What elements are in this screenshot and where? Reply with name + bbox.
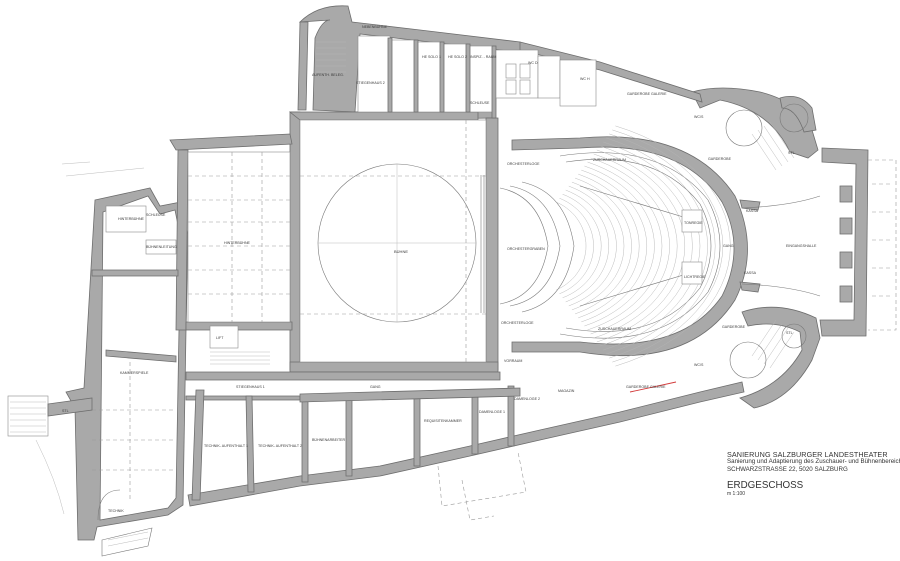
- label-orchesterloge-bottom: ORCHESTERLOGE: [501, 321, 534, 325]
- label-eingangshalle: EINGANGSHALLE: [786, 244, 817, 248]
- label-zuschauerraum-top: ZUSCHAUERRAUM: [593, 158, 626, 162]
- auditorium: [499, 125, 748, 367]
- label-kassa-bottom: KASSA: [744, 271, 757, 275]
- seat-row: [575, 177, 632, 315]
- label-aufenthalt: AUFENTH. BELEG.: [312, 73, 344, 77]
- left-wing-details: [7, 161, 179, 557]
- label-buehnenleitung: BÜHNENLEITUNG: [146, 245, 177, 249]
- project-title: SANIERUNG SALZBURGER LANDESTHEATER: [727, 450, 888, 459]
- room-labels: BÜHNE HINTERBÜHNE ORCHESTERGRABEN ORCHES…: [62, 25, 817, 513]
- right-stairs: [725, 103, 809, 379]
- label-wc-h: WC H: [580, 77, 590, 81]
- label-buehnenarbeiter: BÜHNENARBEITER: [312, 438, 346, 442]
- seat-row: [571, 181, 625, 311]
- label-stl-bottom: STL: [786, 331, 793, 335]
- seat-row: [587, 161, 663, 331]
- label-lift: LIFT: [216, 336, 224, 340]
- seat-row: [609, 133, 716, 359]
- label-lichtregie: LICHTREGIE: [684, 275, 706, 279]
- seat-row: [578, 173, 640, 319]
- bottom-wing: [185, 325, 527, 521]
- label-magazin: MAGAZIN: [558, 389, 575, 393]
- label-kammerspiele: KAMMERSPIELE: [120, 371, 149, 375]
- label-gang: GANG: [370, 385, 381, 389]
- label-stiegenhaus-1: STIEGENHAUS 1: [236, 385, 265, 389]
- label-garderobe-left: GARDEROBE: [708, 157, 732, 161]
- label-nebenbuehne: NEBENBÜHNE: [362, 25, 388, 29]
- label-vorraum: VORRAUM: [504, 359, 522, 363]
- seat-row: [568, 185, 617, 307]
- project-address: SCHWARZSTRASSE 22, 5020 SALZBURG: [727, 465, 848, 473]
- seat-row: [606, 137, 708, 355]
- sheet-title: ERDGESCHOSS: [727, 479, 804, 491]
- seat-row: [581, 169, 648, 323]
- label-requisitenkammer: REQUISITENKAMMER: [424, 419, 462, 423]
- seat-row: [612, 129, 724, 363]
- label-wcs-bottom: WC/S: [694, 363, 704, 367]
- drawing-scale: m 1:100: [727, 490, 746, 497]
- label-garderobe-galerie-top: GARDEROBE GALERIE: [627, 92, 667, 96]
- entrance-foyer: [629, 159, 897, 393]
- label-orchesterloge-top: ORCHESTERLOGE: [507, 162, 540, 166]
- seat-row: [556, 201, 587, 291]
- project-subtitle: Sanierung und Adaptierung des Zuschauer-…: [727, 458, 900, 466]
- top-room-row: [316, 35, 597, 119]
- label-hinterbuehne-small: HINTERBÜHNE: [118, 217, 145, 221]
- seat-row: [602, 141, 701, 351]
- label-technik-aufenthalt-1: TECHNIK- AUFENTHALT 1: [204, 444, 248, 448]
- seat-row: [596, 149, 686, 343]
- title-block: SANIERUNG SALZBURGER LANDESTHEATER Sanie…: [727, 450, 900, 497]
- seat-row: [590, 157, 670, 335]
- seat-row: [559, 197, 594, 295]
- label-zuschauerraum-bottom: ZUSCHAUERRAUM: [598, 327, 631, 331]
- label-he-solo-1: HE SOLO 1: [422, 55, 441, 59]
- label-wcs-top: WC/S: [694, 115, 704, 119]
- label-inspiz: INSPIZ. - RAUM: [470, 55, 496, 59]
- label-damenloge-2: DAMENLOGE 2: [514, 397, 540, 401]
- label-buehne: BÜHNE: [394, 249, 408, 254]
- label-wc-d: WC D: [528, 61, 538, 65]
- label-hinterbuehne: HINTERBÜHNE: [224, 241, 251, 245]
- seat-row: [562, 193, 602, 299]
- seat-row: [599, 145, 693, 347]
- stage-house: [288, 111, 499, 373]
- label-he-solo-2: HE SOLO 2: [448, 55, 467, 59]
- label-orchestergraben: ORCHESTERGRABEN: [507, 247, 545, 251]
- label-stl-left: STL: [62, 409, 69, 413]
- label-schleuse-left: SCHLEUSE: [146, 213, 166, 217]
- label-damenloge-1: DAMENLOGE 1: [479, 410, 505, 414]
- seat-row: [615, 125, 731, 367]
- label-garderobe-galerie-bottom: GARDEROBE GALERIE: [626, 385, 666, 389]
- label-stl-top: STL: [788, 151, 795, 155]
- seat-row: [593, 153, 678, 339]
- label-gang-small: GANG: [723, 244, 734, 248]
- label-tonregie: TONREGIE: [684, 221, 703, 225]
- seat-row: [584, 165, 655, 327]
- label-kassa-top: KASSA: [746, 209, 759, 213]
- label-technik: TECHNIK: [108, 509, 124, 513]
- label-technik-aufenthalt-2: TECHNIK- AUFENTHALT 2: [258, 444, 302, 448]
- label-schleuse-top: SCHLEUSE: [470, 101, 490, 105]
- label-stiegenhaus-2: STIEGENHAUS 2: [356, 81, 385, 85]
- seat-row: [565, 189, 610, 303]
- label-garderobe-right: GARDEROBE: [722, 325, 746, 329]
- backstage-area: [169, 133, 293, 331]
